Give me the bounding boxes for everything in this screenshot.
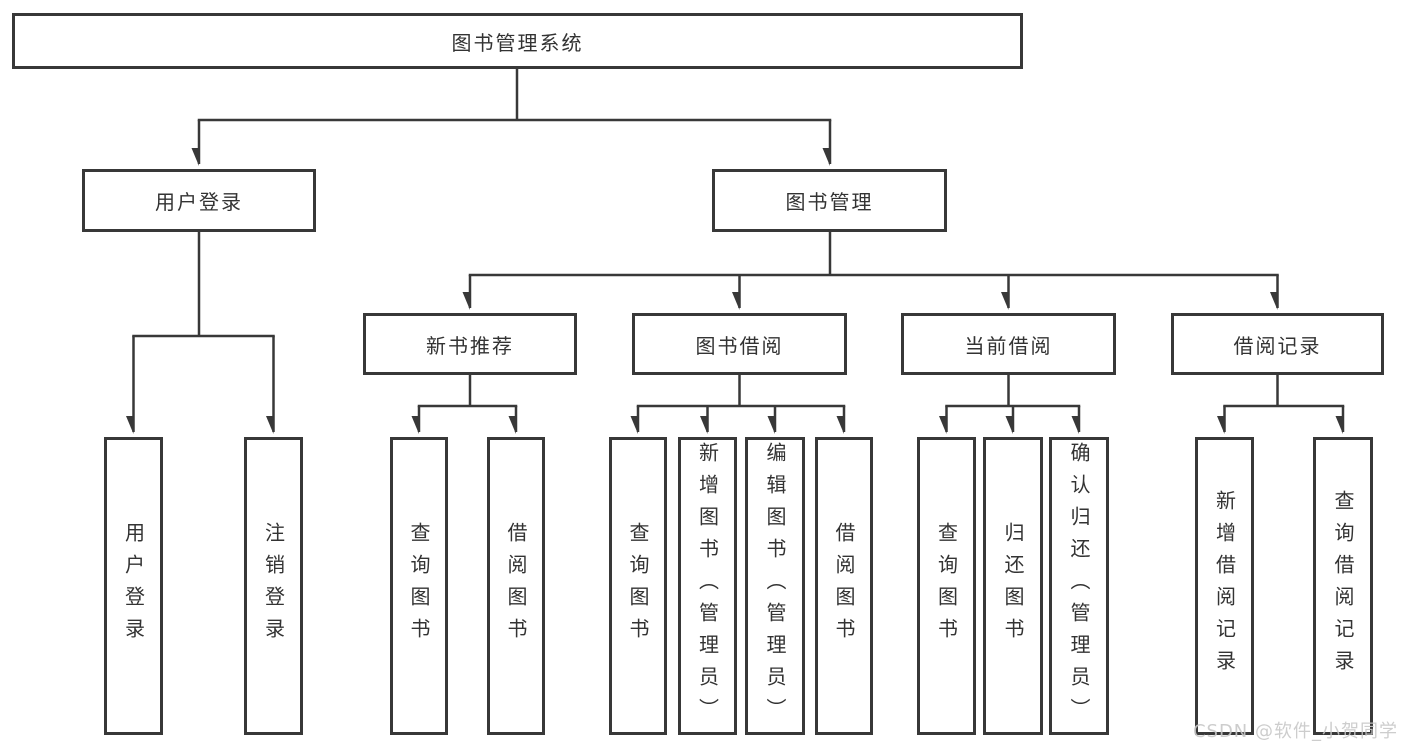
leaf-logout-label: 注销登录 — [261, 522, 286, 650]
csdn-watermark: CSDN @软件_小贺同学 — [1192, 721, 1398, 742]
leaf-borrow-borrow-books: 借阅图书 — [815, 437, 873, 735]
leaf-current-confirm-return-admin: 确认归还（管理员） — [1049, 437, 1109, 735]
leaf-borrow-borrow-books-label: 借阅图书 — [832, 522, 856, 650]
node-user-login-branch-label: 用户登录 — [155, 190, 243, 214]
leaf-user-login: 用户登录 — [104, 437, 163, 735]
node-borrow-records: 借阅记录 — [1171, 313, 1384, 375]
leaf-user-login-label: 用户登录 — [121, 522, 146, 650]
leaf-borrow-add-book-admin: 新增图书（管理员） — [678, 437, 737, 735]
leaf-recommend-borrow-books: 借阅图书 — [487, 437, 545, 735]
leaf-records-query-record-label: 查询借阅记录 — [1331, 490, 1355, 682]
leaf-records-add-record: 新增借阅记录 — [1195, 437, 1254, 735]
leaf-borrow-edit-book-admin-label: 编辑图书（管理员） — [763, 442, 787, 730]
leaf-logout: 注销登录 — [244, 437, 303, 735]
leaf-borrow-add-book-admin-label: 新增图书（管理员） — [695, 442, 720, 730]
leaf-current-return-books-label: 归还图书 — [1001, 522, 1025, 650]
node-new-book-recommend-label: 新书推荐 — [426, 333, 514, 358]
node-library-system: 图书管理系统 — [12, 13, 1023, 69]
leaf-records-add-record-label: 新增借阅记录 — [1212, 490, 1237, 682]
leaf-current-return-books: 归还图书 — [983, 437, 1043, 735]
node-book-management-branch: 图书管理 — [712, 169, 947, 232]
node-user-login-branch: 用户登录 — [82, 169, 316, 232]
node-library-system-label: 图书管理系统 — [451, 30, 584, 55]
leaf-borrow-edit-book-admin: 编辑图书（管理员） — [745, 437, 805, 735]
leaf-current-query-books: 查询图书 — [917, 437, 976, 735]
leaf-current-confirm-return-admin-label: 确认归还（管理员） — [1067, 442, 1091, 730]
node-book-management-branch-label: 图书管理 — [785, 190, 874, 214]
leaf-borrow-query-books: 查询图书 — [609, 437, 667, 735]
node-book-borrow-label: 图书借阅 — [695, 333, 784, 358]
node-current-borrow-label: 当前借阅 — [964, 333, 1053, 358]
leaf-recommend-query-books-label: 查询图书 — [407, 522, 431, 650]
node-borrow-records-label: 借阅记录 — [1233, 333, 1322, 358]
node-current-borrow: 当前借阅 — [901, 313, 1116, 375]
node-book-borrow: 图书借阅 — [632, 313, 847, 375]
leaf-current-query-books-label: 查询图书 — [934, 522, 959, 650]
node-new-book-recommend: 新书推荐 — [363, 313, 577, 375]
leaf-recommend-query-books: 查询图书 — [390, 437, 448, 735]
leaf-borrow-query-books-label: 查询图书 — [626, 522, 650, 650]
leaf-recommend-borrow-books-label: 借阅图书 — [504, 522, 528, 650]
leaf-records-query-record: 查询借阅记录 — [1313, 437, 1373, 735]
